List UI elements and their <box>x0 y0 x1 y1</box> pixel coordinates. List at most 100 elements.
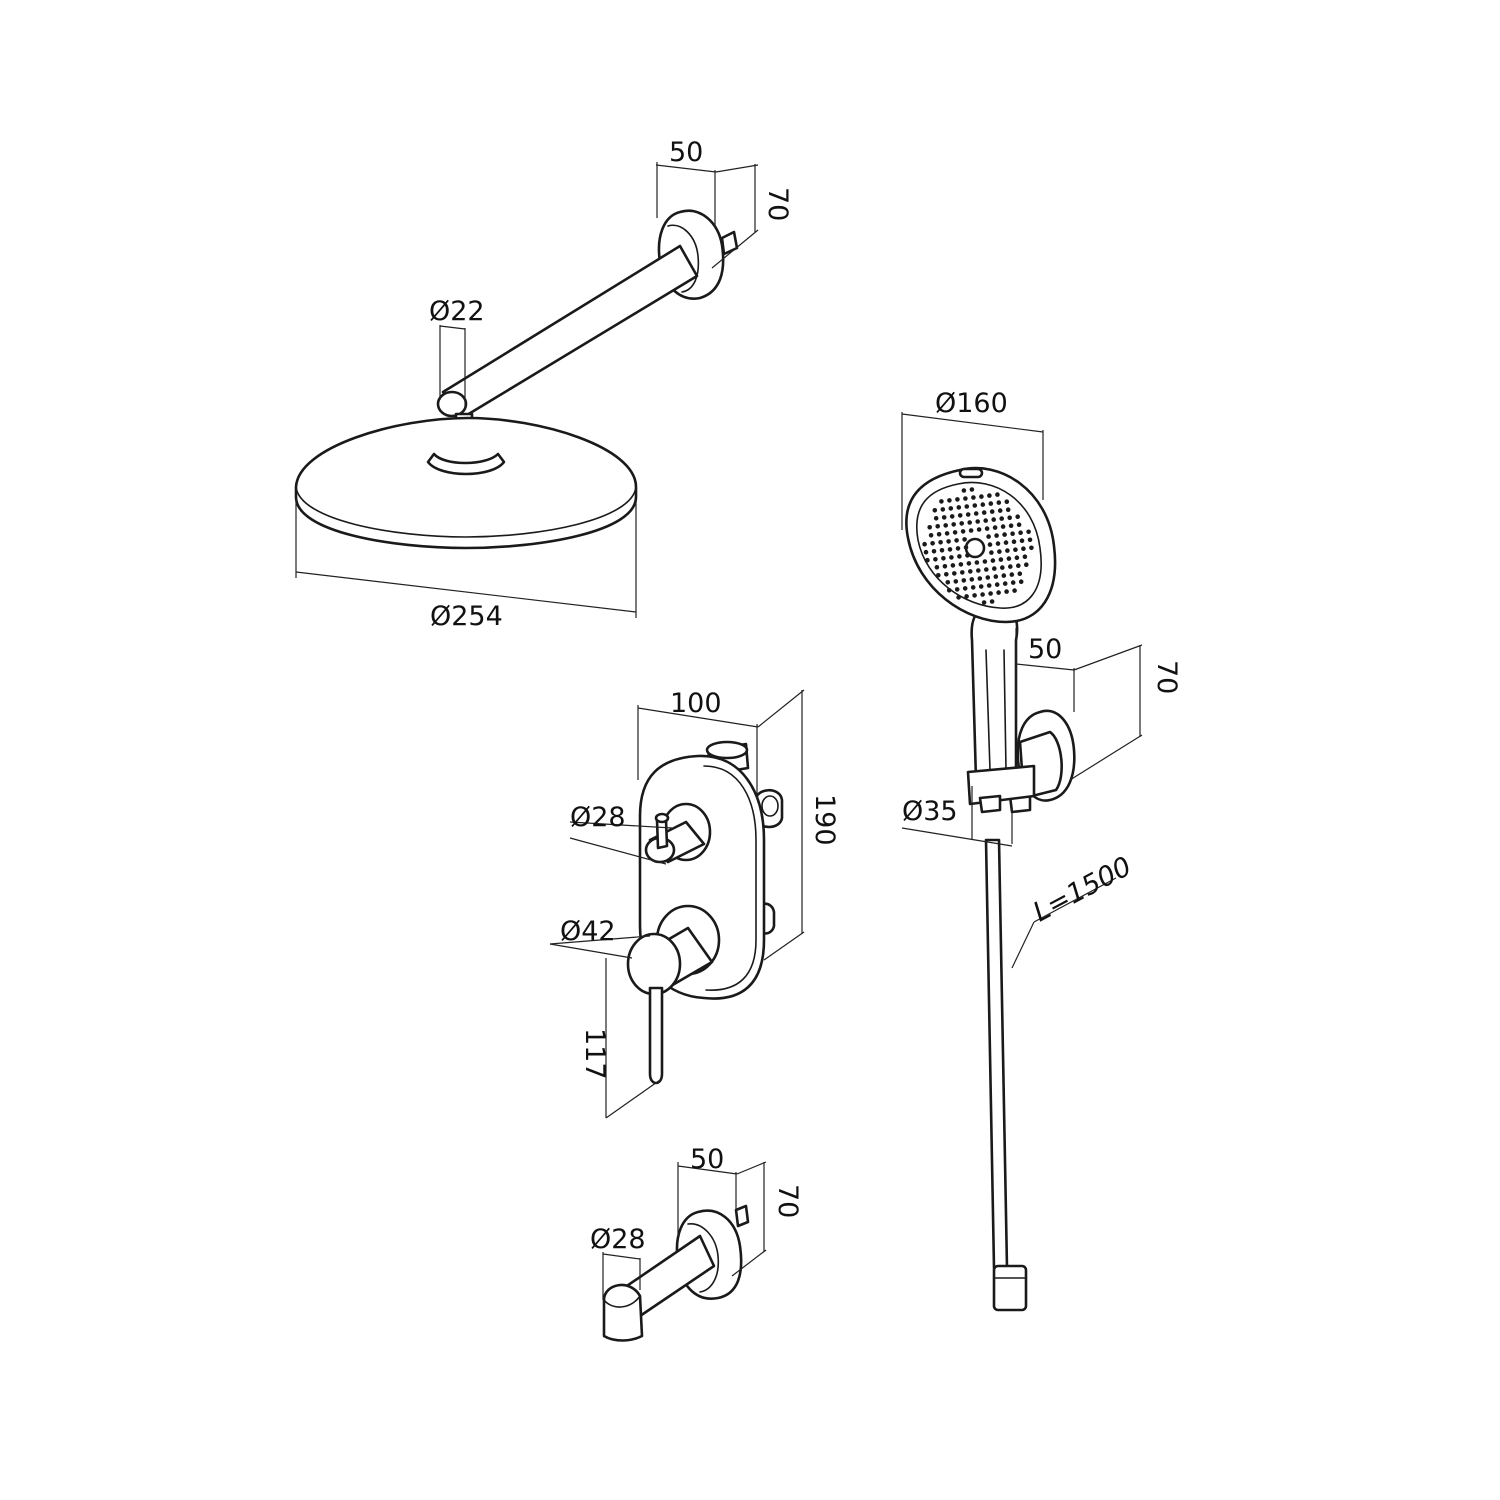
nozzle-hole <box>963 496 968 501</box>
nozzle-hole <box>955 497 960 502</box>
nozzle-hole <box>969 577 975 582</box>
nozzle-hole <box>943 523 948 528</box>
mixer-lever <box>626 904 721 1085</box>
nozzle-hole <box>995 492 1000 497</box>
nozzle-hole <box>1029 545 1034 551</box>
nozzle-hole <box>992 525 998 530</box>
dimension-holder-depth: 50 <box>1015 628 1075 720</box>
nozzle-hole <box>944 531 950 536</box>
nozzle-hole <box>953 579 959 584</box>
dimension-spout-depth: 50 <box>677 1144 738 1236</box>
nozzle-hole <box>981 510 987 515</box>
nozzle-hole <box>935 524 940 529</box>
nozzle-hole <box>997 549 1002 554</box>
nozzle-hole <box>976 527 982 532</box>
dimension-head-diameter: Ø254 <box>295 498 637 632</box>
hand-shower-handle <box>970 604 1019 782</box>
nozzle-hole <box>992 566 997 571</box>
nozzle-hole <box>960 529 966 534</box>
nozzle-hole <box>978 584 984 589</box>
nozzle-hole <box>1000 565 1005 570</box>
nozzle-hole <box>956 505 962 510</box>
nozzle-hole <box>989 599 995 604</box>
nozzle-hole <box>946 588 952 593</box>
nozzle-hole <box>987 542 993 547</box>
nozzle-hole <box>997 508 1003 513</box>
nozzle-hole <box>989 509 995 514</box>
nozzle-hole <box>931 549 937 554</box>
hand-shower <box>905 466 1076 1312</box>
nozzle-hole <box>1027 537 1033 543</box>
nozzle-hole <box>979 494 984 499</box>
dimension-spout-height: 70 <box>731 1161 803 1277</box>
nozzle-hole <box>938 540 943 545</box>
nozzle-hole <box>1002 581 1008 586</box>
nozzle-hole <box>945 580 951 585</box>
nozzle-hole <box>999 516 1004 521</box>
dimension-hand-head-diameter: Ø160 <box>901 388 1044 530</box>
nozzle-hole <box>932 508 938 513</box>
nozzle-hole <box>1000 524 1006 529</box>
nozzle-hole <box>1004 499 1010 505</box>
label-holder-depth: 50 <box>1028 634 1062 665</box>
dimension-flange-height: 70 <box>711 164 793 269</box>
nozzle-hole <box>987 493 992 498</box>
dimension-holder-height: 70 <box>1069 644 1182 781</box>
nozzle-hole <box>939 548 945 553</box>
nozzle-hole <box>972 593 977 598</box>
nozzle-hole <box>952 530 958 535</box>
nozzle-hole <box>934 565 940 570</box>
nozzle-hole <box>967 520 972 525</box>
nozzle-hole <box>956 595 961 600</box>
dimension-flange-depth: 50 <box>655 137 717 226</box>
nozzle-hole <box>1022 554 1028 559</box>
hose-end-nut <box>992 1264 1028 1312</box>
nozzle-hole <box>947 498 952 503</box>
nozzle-hole <box>1010 531 1015 536</box>
nozzle-hole <box>933 516 939 521</box>
nozzle-hole <box>981 600 987 605</box>
label-hose-length: L=1500 <box>1028 851 1136 928</box>
nozzle-hole <box>949 514 955 519</box>
nozzle-hole <box>1015 514 1020 519</box>
nozzle-hole <box>961 578 967 583</box>
label-plate-width: 100 <box>670 688 722 719</box>
nozzle-hole <box>996 590 1001 595</box>
nozzle-hole <box>963 545 969 550</box>
nozzle-hole <box>1021 546 1026 551</box>
label-arm-diameter: Ø22 <box>429 296 485 327</box>
dimension-plate-width: 100 <box>637 688 759 800</box>
nozzle-hole <box>1026 529 1031 535</box>
nozzle-hole <box>1017 571 1023 576</box>
nozzle-hole <box>936 532 942 537</box>
dimension-spout-diameter: Ø28 <box>590 1224 646 1300</box>
nozzle-hole <box>984 526 990 531</box>
nozzle-hole <box>941 556 946 561</box>
dimension-diverter-diameter: Ø28 <box>569 802 673 865</box>
nozzle-hole <box>1018 530 1023 535</box>
nozzle-hole <box>933 557 938 562</box>
nozzle-hole <box>974 560 980 565</box>
nozzle-hole <box>941 515 947 520</box>
nozzle-hole <box>948 506 954 511</box>
nozzle-hole <box>922 541 927 547</box>
nozzle-hole <box>968 569 973 574</box>
nozzle-hole <box>968 528 974 533</box>
nozzle-hole <box>957 554 962 559</box>
nozzle-hole <box>954 538 959 543</box>
nozzle-hole <box>946 539 951 544</box>
nozzle-hole <box>985 575 991 580</box>
label-flange-depth: 50 <box>669 137 703 168</box>
nozzle-hole <box>982 559 988 564</box>
label-holder-height: 70 <box>1151 660 1182 694</box>
label-diverter-diameter: Ø28 <box>570 802 626 833</box>
dimension-handle-diameter: Ø35 <box>901 786 1013 847</box>
nozzle-hole <box>923 549 929 555</box>
dimension-arm-diameter: Ø22 <box>429 296 485 406</box>
nozzle-hole <box>977 576 983 581</box>
nozzle-hole <box>1008 523 1014 528</box>
nozzle-hole <box>980 592 985 597</box>
nozzle-hole <box>949 555 954 560</box>
nozzle-hole <box>951 522 956 527</box>
nozzle-hole <box>954 587 960 592</box>
